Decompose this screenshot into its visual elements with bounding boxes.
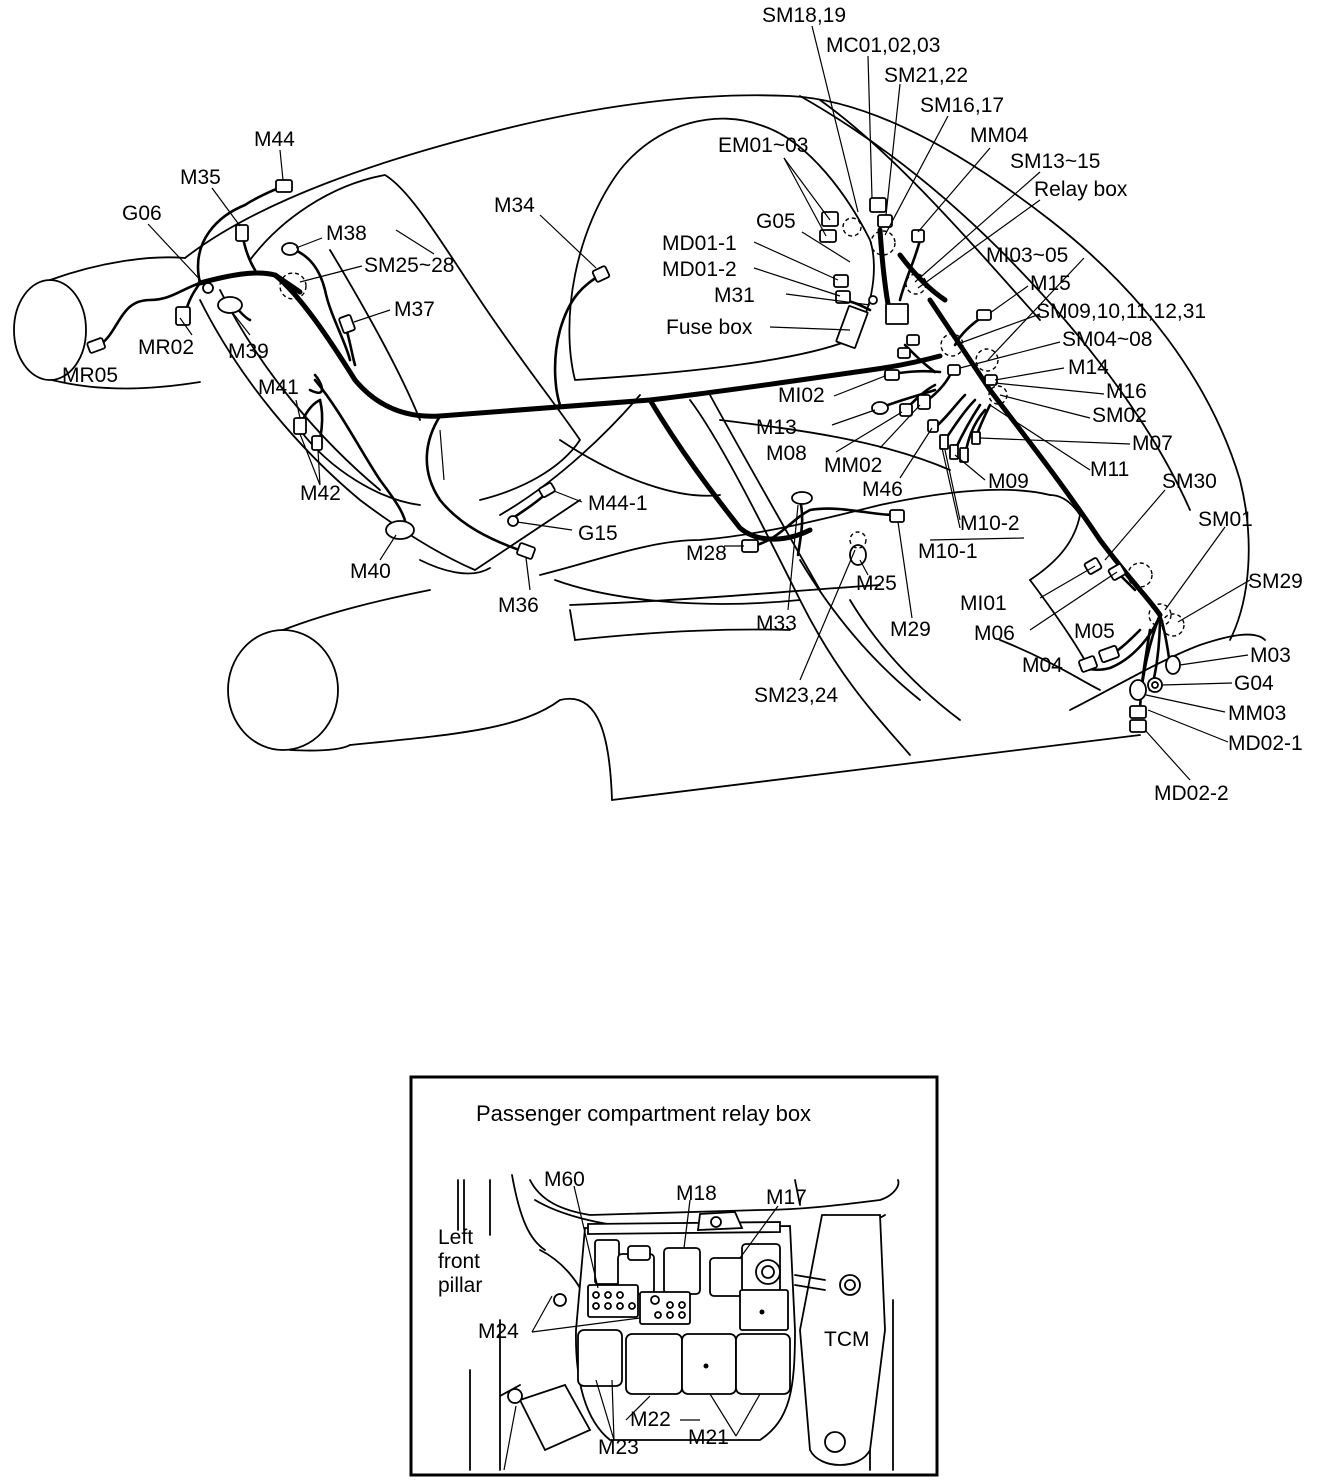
- label-m04: M04: [1022, 654, 1063, 677]
- label-mr05: MR05: [62, 364, 118, 387]
- label-sm02: SM02: [1092, 404, 1147, 427]
- fuse-row: [592, 1291, 636, 1310]
- relay-m23: [577, 1329, 623, 1387]
- relay-m18: [663, 1247, 701, 1295]
- label-md01-1: MD01-1: [662, 232, 737, 255]
- label-em01-03: EM01~03: [718, 134, 808, 157]
- label-m03: M03: [1250, 644, 1291, 667]
- label-m11: M11: [1090, 458, 1129, 481]
- label-mi01: MI01: [960, 592, 1007, 615]
- label-g15: G15: [578, 522, 618, 545]
- relay-box-inset: Passenger compartment relay box: [409, 1075, 939, 1477]
- inset-label-left: Left: [438, 1226, 473, 1249]
- main-harness: [197, 227, 1163, 618]
- label-mm02: MM02: [824, 454, 882, 477]
- inset-label-m21: M21: [688, 1426, 729, 1449]
- label-m09: M09: [988, 470, 1029, 493]
- label-m33: M33: [756, 612, 797, 635]
- label-sm18-19: SM18,19: [762, 4, 846, 27]
- label-m13: M13: [756, 416, 797, 439]
- inset-label-m22: M22: [630, 1408, 671, 1431]
- label-mi02: MI02: [778, 384, 825, 407]
- label-m41: M41: [258, 376, 299, 399]
- inset-label-front: front: [438, 1250, 480, 1273]
- inset-label-m24: M24: [478, 1320, 519, 1343]
- tcm-module: [794, 1214, 886, 1466]
- label-m10-2: M10-2: [960, 512, 1020, 535]
- inset-label-tcm: TCM: [824, 1328, 870, 1351]
- label-g04: G04: [1234, 672, 1274, 695]
- relay-m60-area: [594, 1239, 620, 1285]
- label-sm04-08: SM04~08: [1062, 328, 1152, 351]
- label-m28: M28: [686, 542, 727, 565]
- label-md02-2: MD02-2: [1154, 782, 1229, 805]
- label-fuse-box: Fuse box: [666, 316, 753, 339]
- main-diagram-labels: SM18,19 MC01,02,03 SM21,22 SM16,17 MM04 …: [62, 4, 1303, 805]
- label-mm03: MM03: [1228, 702, 1286, 725]
- label-m37: M37: [394, 298, 435, 321]
- inset-label-m17: M17: [766, 1186, 807, 1209]
- label-m07: M07: [1132, 432, 1173, 455]
- relay-m21: [681, 1333, 737, 1395]
- inset-title: Passenger compartment relay box: [476, 1101, 811, 1126]
- inset-labels: M60 M18 M17 Left front pillar M24 TCM M2…: [438, 1168, 870, 1459]
- label-mr02: MR02: [138, 336, 194, 359]
- splice-markers: [279, 217, 1185, 637]
- label-sm13-15: SM13~15: [1010, 150, 1100, 173]
- label-m36: M36: [498, 594, 539, 617]
- fuse-row-2: [650, 1295, 686, 1319]
- label-sm25-28: SM25~28: [364, 254, 454, 277]
- label-g06: G06: [122, 202, 162, 225]
- relay-m22: [625, 1333, 683, 1395]
- label-mm04: MM04: [970, 124, 1029, 147]
- label-sm23-24: SM23,24: [754, 684, 838, 707]
- label-mi03-05: MI03~05: [986, 244, 1068, 267]
- label-sm09-31: SM09,10,11,12,31: [1036, 300, 1206, 323]
- label-m39: M39: [228, 340, 269, 363]
- inset-label-m60: M60: [544, 1168, 585, 1191]
- lower-left-connector: [499, 1383, 592, 1452]
- label-m35: M35: [180, 166, 221, 189]
- label-g05: G05: [756, 210, 796, 233]
- label-m31: M31: [714, 284, 755, 307]
- relay-m17: [709, 1257, 745, 1297]
- label-m15: M15: [1030, 272, 1071, 295]
- label-sm21-22: SM21,22: [884, 64, 968, 87]
- label-m05: M05: [1074, 620, 1115, 643]
- label-m10-1: M10-1: [918, 540, 978, 563]
- inset-label-m18: M18: [676, 1182, 717, 1205]
- connectors: [86, 179, 1181, 733]
- inset-label-pillar: pillar: [438, 1274, 482, 1297]
- label-sm30: SM30: [1162, 470, 1217, 493]
- label-m06: M06: [974, 622, 1015, 645]
- label-m08: M08: [766, 442, 807, 465]
- label-relay-box: Relay box: [1034, 178, 1128, 201]
- label-sm01: SM01: [1198, 508, 1253, 531]
- inset-label-m23: M23: [598, 1436, 639, 1459]
- label-m40: M40: [350, 560, 391, 583]
- label-m29: M29: [890, 618, 931, 641]
- label-m16: M16: [1106, 380, 1147, 403]
- inset-leader-lines: [503, 1185, 779, 1471]
- label-md02-1: MD02-1: [1228, 732, 1303, 755]
- label-m14: M14: [1068, 356, 1109, 379]
- label-m25: M25: [856, 572, 897, 595]
- label-mc01-02-03: MC01,02,03: [826, 34, 940, 57]
- label-m42: M42: [300, 482, 341, 505]
- label-sm29: SM29: [1248, 570, 1303, 593]
- label-sm16-17: SM16,17: [920, 94, 1004, 117]
- label-m44-1: M44-1: [588, 492, 648, 515]
- label-m38: M38: [326, 222, 367, 245]
- vehicle-body-outline: [13, 94, 1266, 801]
- label-m44: M44: [254, 128, 295, 151]
- leader-lines: [147, 25, 1251, 781]
- relay-box-body: [553, 1211, 796, 1441]
- label-m46: M46: [862, 478, 903, 501]
- label-md01-2: MD01-2: [662, 258, 737, 281]
- label-m34: M34: [494, 194, 535, 217]
